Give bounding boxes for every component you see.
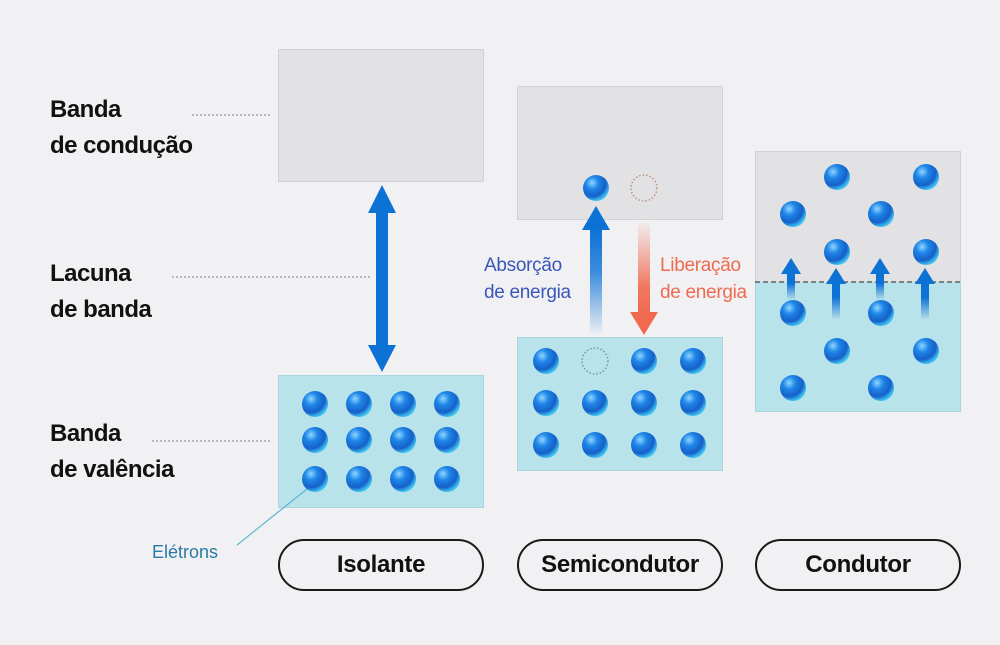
band-gap-label-line2: de banda: [50, 296, 152, 323]
insulator-electron: [302, 427, 328, 453]
insulator-electron: [346, 466, 372, 492]
energy-release-line2: de energia: [660, 282, 747, 303]
insulator-electron: [302, 391, 328, 417]
insulator-electron: [434, 391, 460, 417]
absorption-arrow: [582, 206, 610, 336]
conduction-band-label-line2: de condução: [50, 132, 193, 159]
excited-electron: [583, 175, 609, 201]
energy-absorption-label: Absorção de energia: [484, 252, 571, 306]
band-gap-label-line1: Lacuna: [50, 260, 132, 287]
band-gap-double-arrow: [368, 185, 396, 372]
semiconductor-electron: [631, 390, 657, 416]
conductor-electron: [824, 239, 850, 265]
energy-absorption-line1: Absorção: [484, 255, 562, 276]
conductor-electron: [780, 375, 806, 401]
insulator-electron: [390, 391, 416, 417]
valence-hole: [581, 347, 609, 375]
conduction-band-leader-line: [192, 114, 270, 116]
semiconductor-electron: [680, 348, 706, 374]
material-semiconductor-button[interactable]: Semicondutor: [517, 539, 723, 591]
conduction-hole: [630, 174, 658, 202]
conduction-band-label: Banda de condução: [50, 92, 193, 164]
material-conductor-button[interactable]: Condutor: [755, 539, 961, 591]
valence-band-leader-line: [152, 440, 270, 442]
insulator-conduction-band: [278, 49, 484, 182]
conductor-excitation-arrow-shaft: [876, 272, 884, 300]
conductor-electron: [868, 375, 894, 401]
semiconductor-electron: [631, 348, 657, 374]
insulator-electron: [434, 427, 460, 453]
insulator-electron: [434, 466, 460, 492]
conductor-excitation-arrow-head: [826, 268, 846, 284]
electrons-callout-label: Elétrons: [152, 542, 219, 562]
material-insulator-button[interactable]: Isolante: [278, 539, 484, 591]
conductor-electron: [780, 300, 806, 326]
conductor-excitation-arrow-head: [915, 268, 935, 284]
semiconductor-electron: [582, 432, 608, 458]
conductor-electron: [824, 338, 850, 364]
insulator-electron: [346, 391, 372, 417]
conductor-electron: [913, 338, 939, 364]
release-arrow: [630, 220, 658, 335]
band-gap-leader-line: [172, 276, 370, 278]
conductor-electron: [913, 164, 939, 190]
semiconductor-electron: [533, 432, 559, 458]
energy-release-label: Liberação de energia: [660, 252, 747, 306]
conductor-excitation-arrow-shaft: [787, 272, 795, 300]
conduction-band-label-line1: Banda: [50, 96, 121, 123]
semiconductor-electron: [533, 390, 559, 416]
insulator-electron: [390, 466, 416, 492]
insulator-electron: [302, 466, 328, 492]
energy-absorption-line2: de energia: [484, 282, 571, 303]
semiconductor-electron: [680, 432, 706, 458]
electrons-callout-line: [236, 488, 308, 546]
conductor-electron: [868, 201, 894, 227]
conductor-excitation-arrow-shaft: [921, 282, 929, 320]
semiconductor-electron: [631, 432, 657, 458]
conductor-electron: [868, 300, 894, 326]
insulator-electron: [346, 427, 372, 453]
semiconductor-electron: [680, 390, 706, 416]
valence-band-label: Banda de valência: [50, 416, 174, 488]
conductor-excitation-arrow-shaft: [832, 282, 840, 320]
conductor-electron: [913, 239, 939, 265]
conductor-electron: [780, 201, 806, 227]
valence-band-label-line2: de valência: [50, 456, 174, 483]
energy-release-line1: Liberação: [660, 255, 741, 276]
conductor-electron: [824, 164, 850, 190]
band-gap-label: Lacuna de banda: [50, 256, 152, 328]
insulator-electron: [390, 427, 416, 453]
conductor-excitation-arrow-head: [870, 258, 890, 274]
semiconductor-electron: [582, 390, 608, 416]
semiconductor-conduction-band: [517, 86, 723, 220]
conductor-excitation-arrow-head: [781, 258, 801, 274]
valence-band-label-line1: Banda: [50, 420, 121, 447]
semiconductor-electron: [533, 348, 559, 374]
